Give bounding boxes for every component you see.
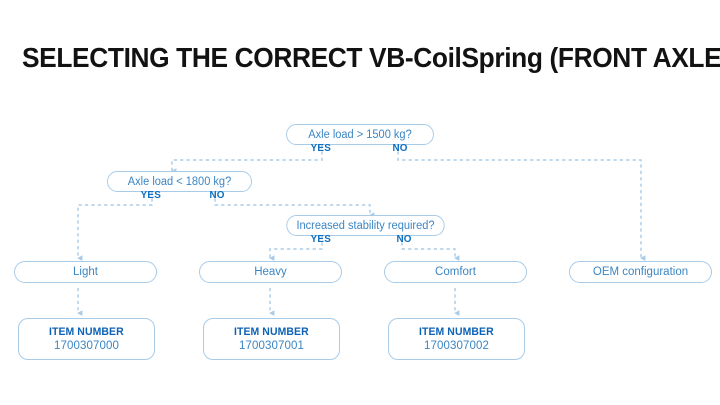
branch-label-d3-yes: YES [310, 233, 331, 245]
decision-node-axle-load-1800[interactable]: Axle load < 1800 kg? [107, 171, 252, 192]
result-label: Heavy [254, 266, 287, 278]
decision-label: Axle load > 1500 kg? [308, 128, 412, 141]
result-node-oem-configuration[interactable]: OEM configuration [569, 261, 712, 283]
wire-d1-no-to-oem [397, 145, 646, 261]
item-number-card-heavy[interactable]: ITEM NUMBER 1700307001 [203, 318, 340, 360]
branch-label-d2-no: NO [209, 189, 225, 201]
branch-label-d3-no: NO [396, 233, 412, 245]
branch-label-d1-no: NO [392, 142, 408, 154]
branch-label-d2-yes: YES [140, 189, 161, 201]
result-node-heavy[interactable]: Heavy [199, 261, 342, 283]
result-node-comfort[interactable]: Comfort [384, 261, 527, 283]
branch-label-d1-yes: YES [310, 142, 331, 154]
item-number-label: ITEM NUMBER [419, 326, 494, 338]
item-number-value: 1700307002 [424, 340, 489, 352]
wire-d2-no-to-d3 [214, 192, 375, 218]
item-number-value: 1700307001 [239, 340, 304, 352]
item-number-card-comfort[interactable]: ITEM NUMBER 1700307002 [388, 318, 525, 360]
result-label: Comfort [435, 266, 476, 278]
item-number-label: ITEM NUMBER [49, 326, 124, 338]
result-label: Light [73, 266, 98, 278]
decision-label: Axle load < 1800 kg? [127, 175, 232, 188]
decision-node-increased-stability[interactable]: Increased stability required? [286, 215, 445, 236]
item-number-value: 1700307000 [54, 340, 119, 352]
decision-label: Increased stability required? [296, 219, 435, 232]
result-node-light[interactable]: Light [14, 261, 157, 283]
wire-d1-yes-to-d2 [171, 145, 323, 174]
result-label: OEM configuration [592, 266, 689, 278]
item-number-label: ITEM NUMBER [234, 326, 309, 338]
wire-d2-yes-to-light [77, 192, 153, 261]
decision-node-axle-load-1500[interactable]: Axle load > 1500 kg? [286, 124, 434, 145]
item-number-card-light[interactable]: ITEM NUMBER 1700307000 [18, 318, 155, 360]
page-title: SELECTING THE CORRECT VB-CoilSpring (FRO… [22, 42, 720, 73]
